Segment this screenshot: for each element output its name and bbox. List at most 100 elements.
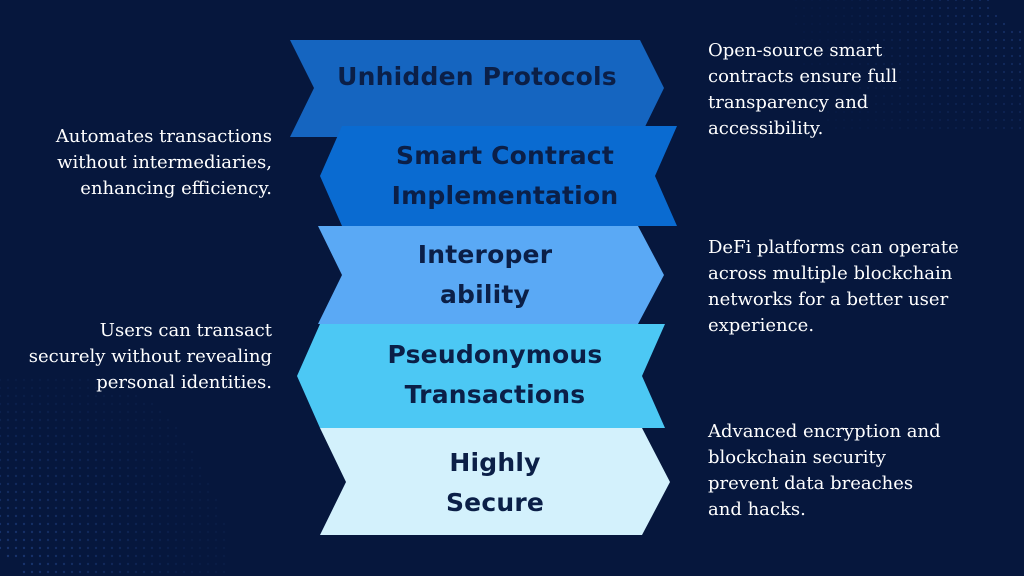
background-dot — [78, 442, 82, 446]
background-dot — [22, 402, 26, 406]
background-dot — [38, 514, 42, 518]
background-dot — [214, 570, 218, 574]
step-label-smart-contract: Smart Contract Implementation — [350, 136, 660, 216]
background-dot — [166, 466, 170, 470]
background-dot — [166, 546, 170, 550]
background-dot — [158, 562, 162, 566]
background-dot — [898, 14, 902, 18]
background-dot — [6, 386, 10, 390]
background-dot — [30, 450, 34, 454]
background-dot — [110, 546, 114, 550]
background-dot — [954, 30, 958, 34]
background-dot — [1010, 70, 1014, 74]
background-dot — [14, 394, 18, 398]
background-dot — [190, 466, 194, 470]
background-dot — [174, 498, 178, 502]
background-dot — [102, 554, 106, 558]
background-dot — [802, 38, 806, 42]
background-dot — [1002, 22, 1006, 26]
step-label-interoperability: Interoper ability — [340, 235, 630, 315]
background-dot — [198, 562, 202, 566]
background-dot — [994, 70, 998, 74]
background-dot — [986, 86, 990, 90]
background-dot — [962, 30, 966, 34]
background-dot — [842, 46, 846, 50]
background-dot — [994, 94, 998, 98]
background-dot — [826, 70, 830, 74]
background-dot — [978, 118, 982, 122]
background-dot — [930, 94, 934, 98]
background-dot — [818, 70, 822, 74]
background-dot — [150, 402, 154, 406]
background-dot — [118, 498, 122, 502]
background-dot — [962, 126, 966, 130]
background-dot — [62, 426, 66, 430]
background-dot — [842, 22, 846, 26]
background-dot — [994, 118, 998, 122]
background-dot — [158, 554, 162, 558]
background-dot — [6, 418, 10, 422]
background-dot — [166, 530, 170, 534]
background-dot — [826, 94, 830, 98]
background-dot — [38, 434, 42, 438]
background-dot — [158, 450, 162, 454]
background-dot — [150, 562, 154, 566]
background-dot — [962, 86, 966, 90]
background-dot — [70, 466, 74, 470]
background-dot — [94, 418, 98, 422]
background-dot — [802, 46, 806, 50]
background-dot — [978, 22, 982, 26]
background-dot — [890, 110, 894, 114]
background-dot — [6, 394, 10, 398]
background-dot — [134, 410, 138, 414]
background-dot — [850, 46, 854, 50]
background-dot — [30, 394, 34, 398]
background-dot — [978, 14, 982, 18]
background-dot — [198, 570, 202, 574]
background-dot — [842, 6, 846, 10]
background-dot — [22, 466, 26, 470]
background-dot — [874, 38, 878, 42]
background-dot — [970, 6, 974, 10]
background-dot — [190, 522, 194, 526]
background-dot — [86, 458, 90, 462]
background-dot — [94, 474, 98, 478]
background-dot — [46, 394, 50, 398]
background-dot — [946, 62, 950, 66]
background-dot — [826, 46, 830, 50]
background-dot — [190, 530, 194, 534]
background-dot — [118, 530, 122, 534]
background-dot — [94, 514, 98, 518]
background-dot — [986, 46, 990, 50]
background-dot — [970, 14, 974, 18]
background-dot — [46, 506, 50, 510]
background-dot — [198, 482, 202, 486]
background-dot — [190, 506, 194, 510]
background-dot — [46, 514, 50, 518]
background-dot — [54, 546, 58, 550]
background-dot — [142, 546, 146, 550]
background-dot — [174, 434, 178, 438]
background-dot — [1018, 30, 1022, 34]
background-dot — [86, 402, 90, 406]
background-dot — [166, 570, 170, 574]
background-dot — [906, 118, 910, 122]
background-dot — [70, 474, 74, 478]
background-dot — [898, 46, 902, 50]
background-dot — [938, 46, 942, 50]
background-dot — [78, 530, 82, 534]
background-dot — [882, 0, 886, 2]
background-dot — [938, 14, 942, 18]
background-dot — [0, 426, 2, 430]
background-dot — [0, 394, 2, 398]
background-dot — [222, 570, 226, 574]
background-dot — [54, 522, 58, 526]
background-dot — [810, 14, 814, 18]
background-dot — [858, 86, 862, 90]
background-dot — [6, 546, 10, 550]
background-dot — [970, 118, 974, 122]
background-dot — [150, 434, 154, 438]
arrow-shape-pseudonymous — [297, 324, 665, 428]
background-dot — [174, 442, 178, 446]
background-dot — [922, 0, 926, 2]
